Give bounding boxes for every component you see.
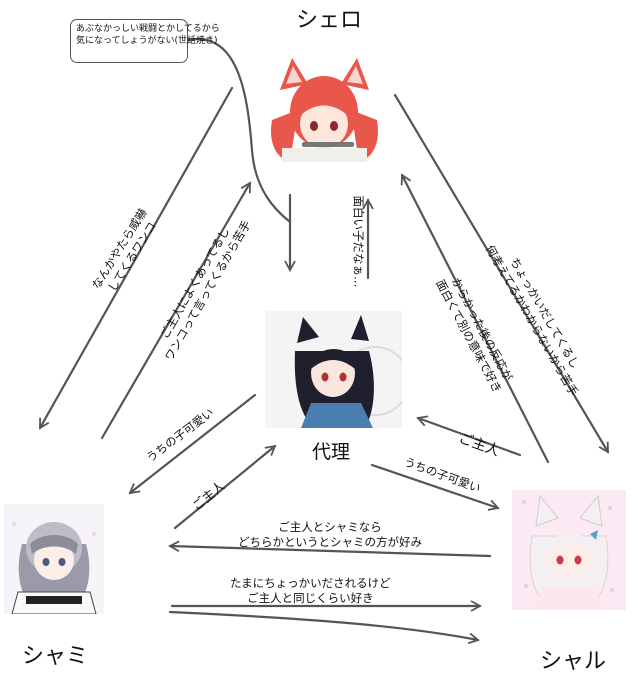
arrow-shero-to-shami (38, 86, 234, 430)
shami-avatar-icon (4, 504, 104, 614)
portrait-center (265, 311, 402, 428)
arrow-sharu-to-shero (400, 173, 550, 464)
arrow-sharu-to-shami (168, 540, 492, 558)
name-shero: シェロ (296, 8, 363, 33)
sharu-avatar-icon (512, 490, 626, 610)
arrow-sharu-to-center (416, 415, 522, 457)
name-center: 代理 (312, 441, 351, 463)
arrow-shami-to-center (173, 444, 277, 530)
label-shami-to-sharu: たまにちょっかいだされるけど ご主人と同じくらい好き (230, 576, 391, 605)
label-sharu-to-shami: ご主人とシャミなら どちらかというとシャミの方が好み (238, 520, 422, 549)
note-bubble: あぶなかっしい戦闘とかしてるから 気になってしょうがない(世話焼き) (70, 19, 220, 63)
arrow-note-to-center (186, 37, 292, 224)
arrow-center-to-sharu (370, 463, 500, 511)
portrait-shami (4, 504, 104, 614)
portrait-sharu (512, 490, 626, 610)
arrow-shero-to-sharu (393, 93, 610, 454)
name-shami: シャミ (22, 644, 89, 669)
arrow-shami-to-shero (100, 181, 252, 440)
arrow-lower-curve (168, 610, 480, 645)
portrait-shero (262, 50, 387, 162)
shero-avatar-icon (262, 50, 387, 162)
note-line-1: あぶなかっしい戦闘とかしてるから (76, 24, 220, 34)
center-avatar-icon (265, 311, 402, 428)
arrow-center-to-shami (128, 393, 257, 495)
note-line-2: 気になってしょうがない(世話焼き) (76, 36, 218, 47)
name-sharu: シャル (540, 649, 607, 674)
label-shero-to-center: 面白い子だなぁ… (351, 195, 366, 288)
